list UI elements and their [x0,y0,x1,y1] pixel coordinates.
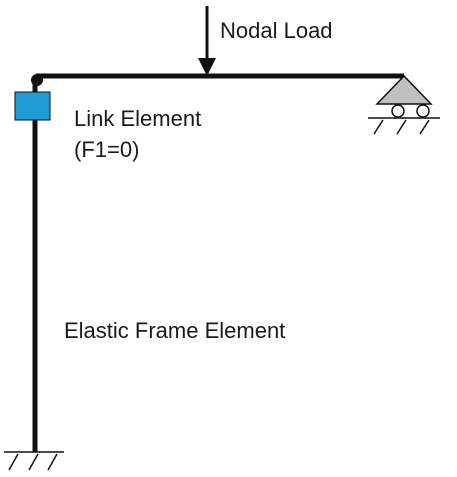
nodal-load-arrow [198,6,216,76]
link-element-note: (F1=0) [74,137,139,162]
nodal-load-label: Nodal Load [220,18,333,43]
link-element-label: Link Element [74,106,201,131]
roller-support [368,74,440,135]
link-element-box [14,91,51,121]
elastic-frame-label: Elastic Frame Element [64,318,285,343]
fixed-support [4,451,64,471]
corner-node [31,74,43,86]
